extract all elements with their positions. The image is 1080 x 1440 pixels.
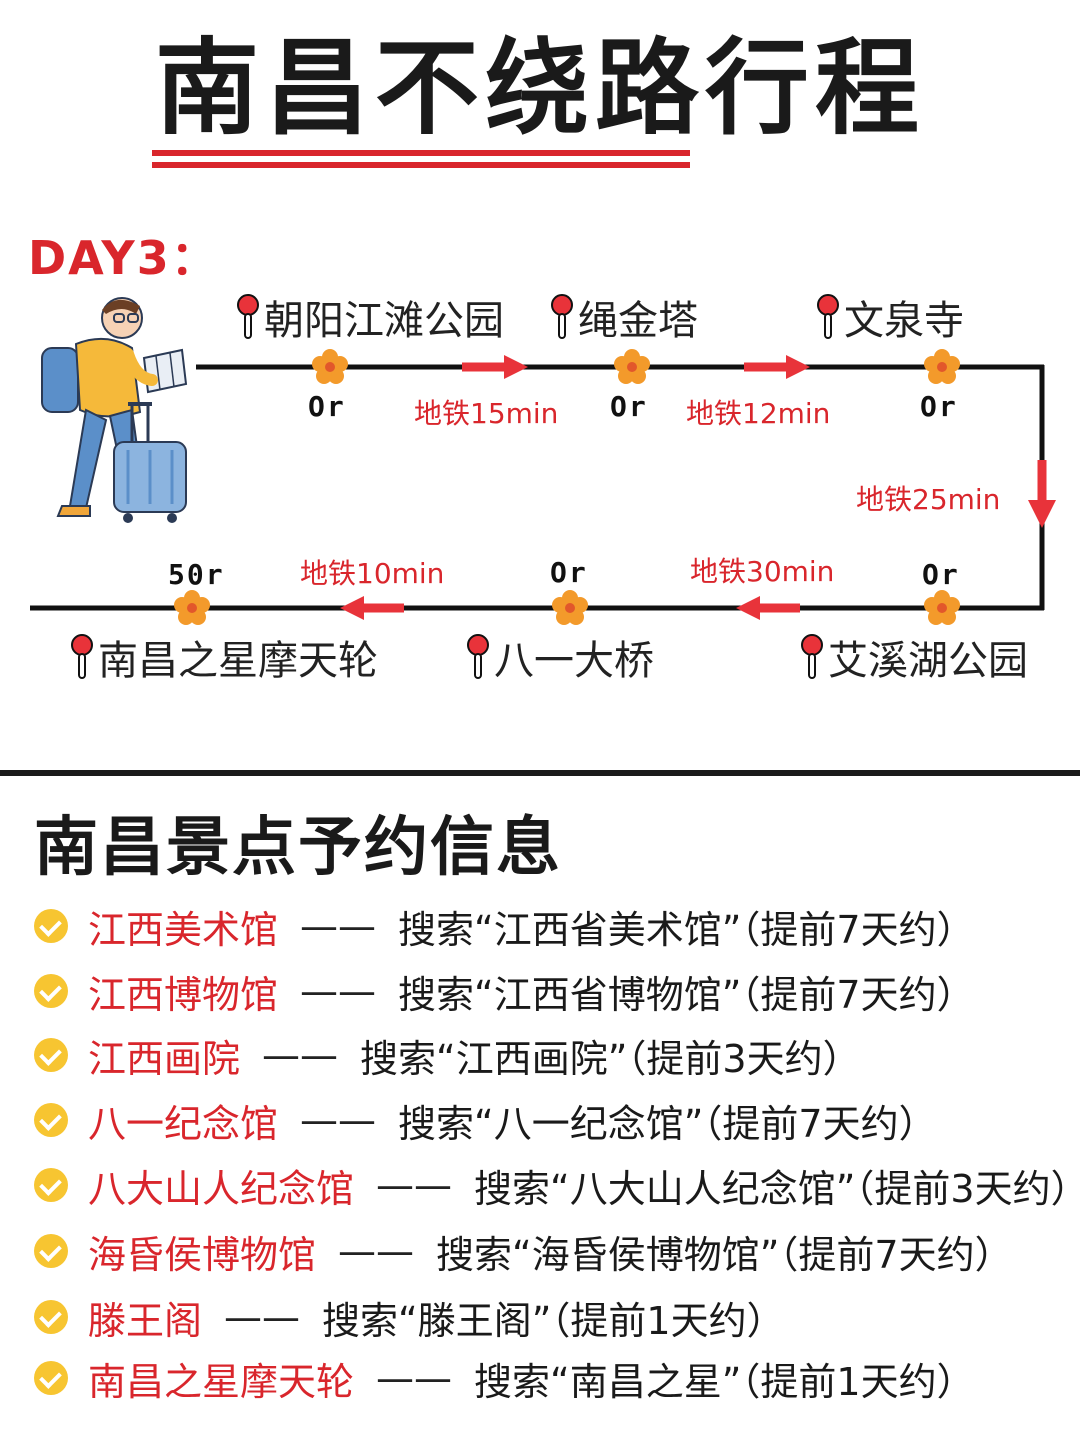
map-pin-icon bbox=[466, 633, 490, 681]
check-icon bbox=[34, 974, 68, 1008]
map-pin-icon bbox=[70, 633, 94, 681]
arrow-right-icon bbox=[744, 355, 810, 379]
stop-nanchang-star: 南昌之星摩天轮 bbox=[70, 628, 378, 686]
arrow-left-icon bbox=[340, 596, 404, 620]
arrow-down-icon bbox=[1028, 460, 1056, 528]
flower-icon bbox=[174, 590, 210, 625]
booking-title: 南昌景点予约信息 bbox=[34, 811, 562, 885]
separator: —— bbox=[300, 969, 377, 1013]
arrow-right-icon bbox=[462, 355, 528, 379]
or-label: 50r bbox=[168, 558, 225, 591]
metro-label: 地铁30min bbox=[690, 555, 835, 588]
or-label: Or bbox=[550, 556, 588, 589]
spot-name: 海昏侯博物馆 bbox=[88, 1232, 317, 1277]
map-pin-icon bbox=[550, 293, 574, 341]
route-map bbox=[30, 349, 1056, 625]
separator: —— bbox=[300, 1098, 377, 1142]
stop-wenquansi: 文泉寺 bbox=[816, 288, 964, 346]
metro-label: 地铁10min bbox=[300, 557, 445, 590]
separator: —— bbox=[338, 1229, 415, 1273]
traveler-illustration bbox=[41, 297, 188, 523]
flower-icon bbox=[614, 349, 650, 384]
separator: —— bbox=[376, 1356, 453, 1400]
spot-name: 江西博物馆 bbox=[88, 972, 279, 1017]
check-icon bbox=[34, 1361, 68, 1395]
spot-detail: 搜索“江西省美术馆”（提前7天约） bbox=[398, 907, 975, 952]
stop-chaoyang: 朝阳江滩公园 bbox=[236, 288, 504, 346]
or-label: Or bbox=[920, 390, 958, 423]
page-title: 南昌不绕路行程 bbox=[154, 27, 925, 149]
check-icon bbox=[34, 1103, 68, 1137]
spot-detail: 搜索“八一纪念馆”（提前7天约） bbox=[398, 1101, 937, 1146]
or-label: Or bbox=[610, 390, 648, 423]
separator: —— bbox=[300, 904, 377, 948]
or-label: Or bbox=[922, 558, 960, 591]
list-item: 江西美术馆 —— 搜索“江西省美术馆”（提前7天约） bbox=[34, 896, 975, 956]
spot-detail: 搜索“江西画院”（提前3天约） bbox=[360, 1036, 861, 1081]
map-pin-icon bbox=[816, 293, 840, 341]
check-icon bbox=[34, 1038, 68, 1072]
section-divider bbox=[0, 770, 1080, 776]
spot-name: 八大山人纪念馆 bbox=[88, 1166, 355, 1211]
flower-icon bbox=[924, 590, 960, 625]
map-pin-icon bbox=[800, 633, 824, 681]
stop-bayi-bridge: 八一大桥 bbox=[466, 628, 654, 686]
spot-detail: 搜索“滕王阁”（提前1天约） bbox=[322, 1298, 785, 1343]
or-label: Or bbox=[308, 390, 346, 423]
list-item: 江西画院 —— 搜索“江西画院”（提前3天约） bbox=[34, 1025, 861, 1085]
spot-name: 南昌之星摩天轮 bbox=[88, 1359, 355, 1404]
list-item: 南昌之星摩天轮 —— 搜索“南昌之星”（提前1天约） bbox=[34, 1348, 975, 1408]
list-item: 滕王阁 —— 搜索“滕王阁”（提前1天约） bbox=[34, 1287, 785, 1347]
title-underline bbox=[152, 150, 690, 156]
check-icon bbox=[34, 1168, 68, 1202]
metro-label: 地铁25min bbox=[856, 483, 1001, 516]
map-pin-icon bbox=[236, 293, 260, 341]
stop-shengjinta: 绳金塔 bbox=[550, 288, 698, 346]
spot-name: 江西美术馆 bbox=[88, 907, 279, 952]
list-item: 八一纪念馆 —— 搜索“八一纪念馆”（提前7天约） bbox=[34, 1090, 937, 1150]
flower-icon bbox=[552, 590, 588, 625]
list-item: 海昏侯博物馆 —— 搜索“海昏侯博物馆”（提前7天约） bbox=[34, 1221, 1013, 1281]
spot-detail: 搜索“江西省博物馆”（提前7天约） bbox=[398, 972, 975, 1017]
check-icon bbox=[34, 909, 68, 943]
check-icon bbox=[34, 1234, 68, 1268]
separator: —— bbox=[224, 1295, 301, 1339]
check-icon bbox=[34, 1300, 68, 1334]
spot-name: 八一纪念馆 bbox=[88, 1101, 279, 1146]
spot-name: 滕王阁 bbox=[88, 1298, 203, 1343]
title-underline bbox=[152, 162, 690, 168]
separator: —— bbox=[262, 1033, 339, 1077]
arrow-left-icon bbox=[736, 596, 800, 620]
spot-name: 江西画院 bbox=[88, 1036, 241, 1081]
spot-detail: 搜索“八大山人纪念馆”（提前3天约） bbox=[474, 1166, 1080, 1211]
day-label: DAY3： bbox=[28, 231, 219, 285]
metro-label: 地铁12min bbox=[686, 397, 831, 430]
spot-detail: 搜索“南昌之星”（提前1天约） bbox=[474, 1359, 975, 1404]
spot-detail: 搜索“海昏侯博物馆”（提前7天约） bbox=[436, 1232, 1013, 1277]
list-item: 八大山人纪念馆 —— 搜索“八大山人纪念馆”（提前3天约） bbox=[34, 1155, 1080, 1215]
flower-icon bbox=[312, 349, 348, 384]
separator: —— bbox=[376, 1163, 453, 1207]
metro-label: 地铁15min bbox=[414, 397, 559, 430]
stop-aixihu: 艾溪湖公园 bbox=[800, 628, 1028, 686]
flower-icon bbox=[924, 349, 960, 384]
list-item: 江西博物馆 —— 搜索“江西省博物馆”（提前7天约） bbox=[34, 961, 975, 1021]
